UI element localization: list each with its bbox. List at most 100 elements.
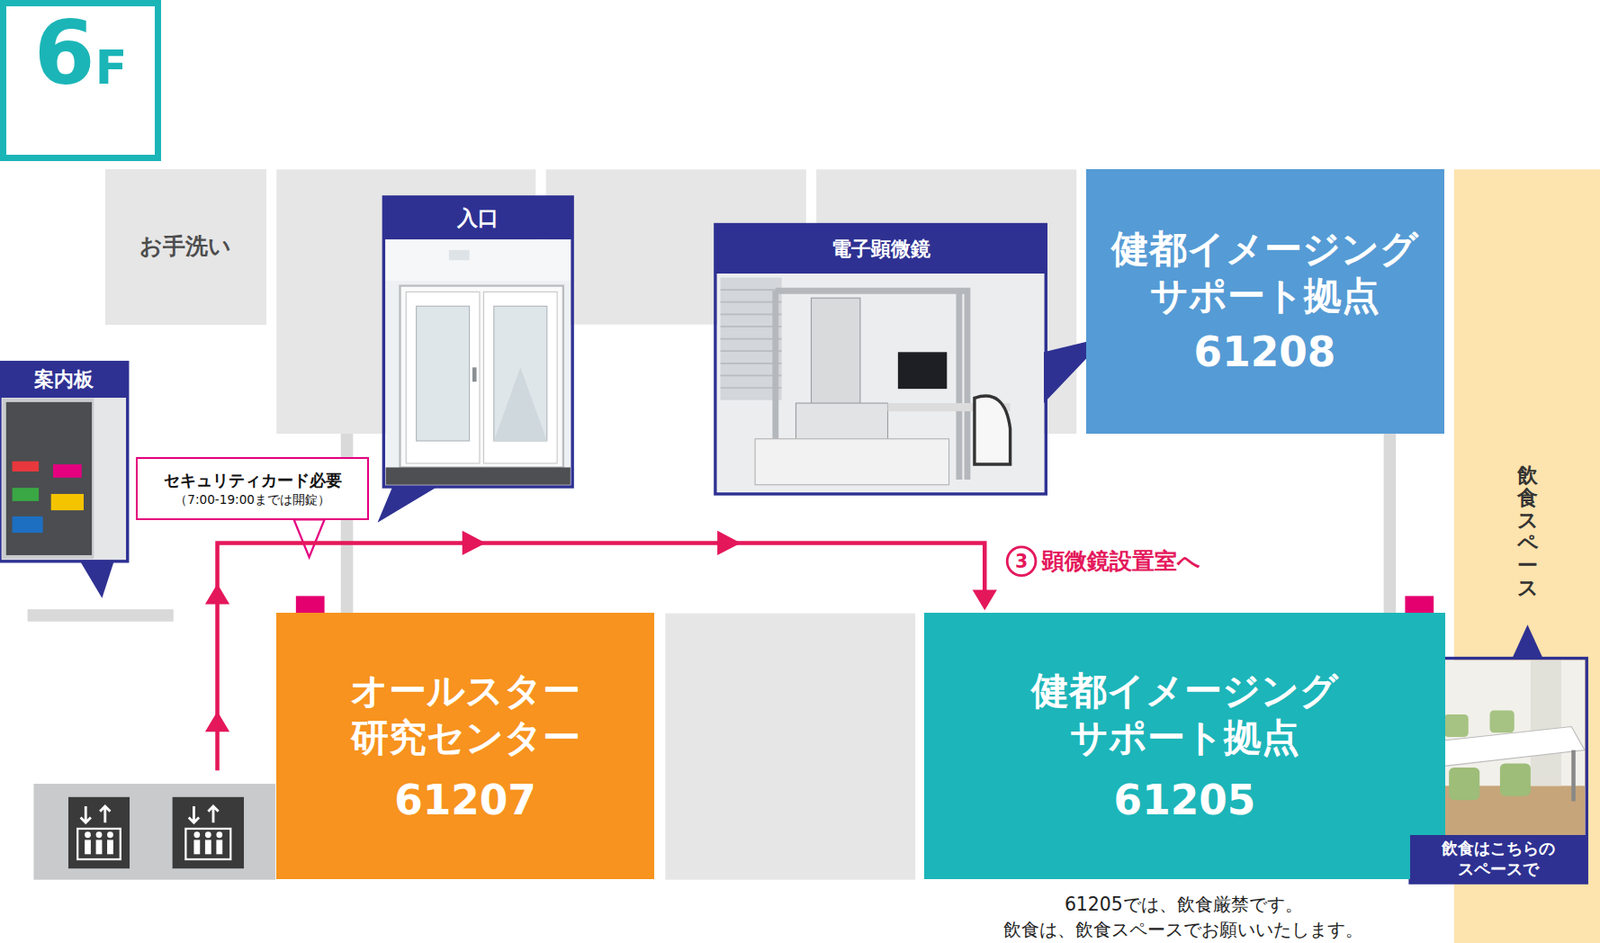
photo-frame <box>0 362 128 562</box>
node-text: 飲食はこちらの スペースで <box>1436 837 1561 881</box>
photo-frame <box>1410 658 1587 884</box>
elevator-arrows <box>188 806 219 823</box>
room-box: お手洗い <box>105 169 267 324</box>
door-marker <box>1404 595 1434 613</box>
photo-frame <box>383 197 573 487</box>
person <box>193 839 200 854</box>
note-text: 61205では、飲食厳禁です。 <box>1064 892 1304 915</box>
node-text: 飲食スペース <box>1517 464 1538 600</box>
photo-frame <box>715 224 1046 495</box>
callout-pointer <box>1043 336 1107 404</box>
person <box>205 839 212 854</box>
elevator-icon <box>68 797 130 869</box>
entrance-photo <box>386 240 571 486</box>
person <box>84 839 91 854</box>
node-text: 61207 <box>394 776 537 826</box>
floor-badge: 6F <box>0 0 162 162</box>
callout-footer: 飲食はこちらの スペースで <box>1410 835 1587 883</box>
elevator-arrows <box>80 806 111 823</box>
person <box>205 831 212 838</box>
signboard-photo <box>1 397 126 559</box>
callout-pointer <box>79 560 115 599</box>
node-text: セキュリティカード必要 <box>163 470 342 491</box>
callout-pointer <box>294 519 325 558</box>
note-text: 飲食は、飲食スペースでお願いいたします。 <box>1003 918 1364 941</box>
chair <box>1444 714 1469 738</box>
route-arrowhead <box>462 530 486 556</box>
microscope-stage <box>795 403 888 444</box>
monitor <box>898 351 947 389</box>
floor-mat <box>386 467 571 485</box>
node-text: F <box>95 44 128 91</box>
board-sign <box>12 487 39 502</box>
room-box: 健都イメージング サポート拠点61208 <box>1086 169 1445 434</box>
chair <box>1490 710 1515 733</box>
node-text: 入口 <box>457 206 499 231</box>
board <box>6 402 92 556</box>
photo-bg <box>1411 660 1585 836</box>
person <box>215 831 223 838</box>
callout-number: 3 <box>1015 549 1028 572</box>
elevator-icon-bg <box>68 797 130 869</box>
person <box>96 831 103 838</box>
photo-bg <box>717 273 1044 493</box>
door-glass <box>416 305 470 441</box>
room-box: オールスター 研究センター 61207 <box>276 612 655 880</box>
board-sign <box>12 516 44 533</box>
route-line <box>217 542 986 771</box>
vent <box>449 250 470 261</box>
chair <box>974 395 1011 465</box>
corridor-view <box>494 367 548 441</box>
wall <box>93 397 126 559</box>
floor <box>1411 785 1585 836</box>
elevator-hall <box>33 783 276 881</box>
person <box>215 839 223 854</box>
room-box: 健都イメージング サポート拠点 61205 <box>924 612 1445 880</box>
route-label: 顕微鏡設置室へ <box>1042 548 1201 576</box>
node-text: 健都イメージング サポート拠点 <box>1015 667 1356 763</box>
chair <box>1448 767 1480 800</box>
door-marker <box>296 595 325 613</box>
wall <box>1384 433 1397 614</box>
node-text: 電子顕微鏡 <box>831 237 931 261</box>
chair <box>1500 763 1531 796</box>
microscope-photo <box>717 273 1044 493</box>
person <box>193 831 200 838</box>
route-arrowhead <box>205 711 230 733</box>
callout-header: 入口 <box>383 197 573 241</box>
node-text: （7:00-19:00までは開錠） <box>174 492 331 507</box>
elevator-cab <box>185 828 231 860</box>
callout-circle <box>1006 547 1036 576</box>
node-text: 61205 <box>1114 776 1257 826</box>
person <box>84 831 91 838</box>
photo-bg <box>1 397 126 559</box>
notice-box: セキュリティカード必要（7:00-19:00までは開錠） <box>135 457 370 521</box>
person <box>107 831 114 838</box>
callout-header: 電子顕微鏡 <box>715 224 1046 273</box>
elevator-icon-bg <box>172 797 244 869</box>
elevator-cab <box>77 828 121 860</box>
board-sign <box>51 494 84 511</box>
photo-bg <box>386 240 571 486</box>
node-text: オールスター 研究センター <box>295 667 636 763</box>
person <box>96 839 103 854</box>
board-sign <box>53 464 82 478</box>
microscope-base <box>755 439 949 486</box>
node-text: 案内板 <box>34 368 94 392</box>
wall <box>27 609 174 622</box>
door-handle <box>472 367 477 382</box>
route-arrowhead <box>717 530 741 556</box>
dining-band: 飲食スペース <box>1454 169 1600 943</box>
microscope-column <box>810 297 860 411</box>
ceiling <box>386 240 571 281</box>
board-sign <box>12 461 39 472</box>
callout-pointer <box>377 485 440 523</box>
table-leg <box>1426 767 1431 819</box>
node-text: お手洗い <box>139 233 232 261</box>
door-leaf <box>405 291 480 464</box>
person <box>107 839 114 854</box>
